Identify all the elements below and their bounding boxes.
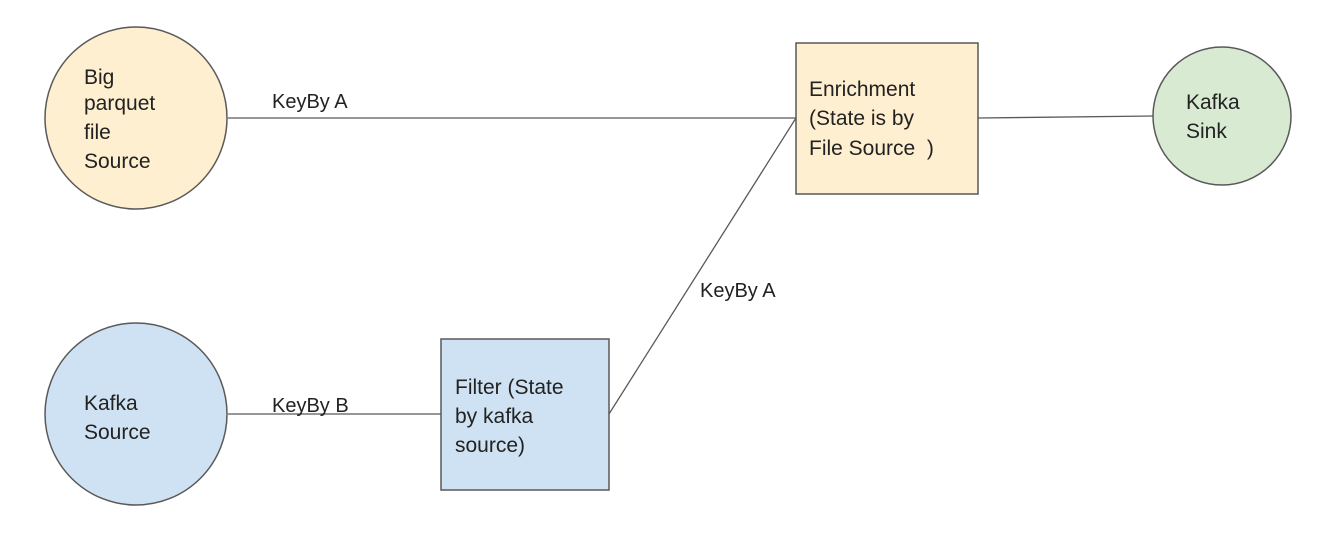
- node-big-parquet-file-source[interactable]: Big parquet file Source: [44, 26, 228, 210]
- node-label-line: Source: [84, 150, 151, 173]
- node-label-line: (State is by: [809, 107, 915, 130]
- node-label-line: by kafka: [455, 405, 534, 428]
- node-label-line: parquet: [84, 92, 155, 115]
- node-shape-circle: [1152, 46, 1292, 186]
- node-shape-rect: [440, 338, 610, 491]
- node-label-line: Enrichment: [809, 78, 915, 101]
- node-label-line: Kafka: [84, 392, 138, 415]
- node-kafka-source[interactable]: Kafka Source: [44, 322, 228, 506]
- node-label-line: source): [455, 434, 525, 457]
- node-label-line: Big: [84, 66, 114, 89]
- node-shape-circle: [44, 26, 228, 210]
- node-kafka-sink[interactable]: Kafka Sink: [1152, 46, 1292, 186]
- edge-label-keyby-b: KeyBy B: [272, 395, 349, 417]
- edge-filter-to-enrichment: [608, 117, 797, 415]
- node-filter[interactable]: Filter (State by kafka source): [440, 338, 610, 491]
- edge-enrichment-to-sink: [977, 115, 1154, 119]
- node-label-line: Sink: [1186, 120, 1227, 143]
- node-enrichment[interactable]: Enrichment (State is by File Source ): [795, 42, 979, 195]
- node-label-line: Filter (State: [455, 376, 564, 399]
- node-label-line: Kafka: [1186, 91, 1240, 114]
- edge-label-keyby-a-top: KeyBy A: [272, 91, 348, 113]
- node-shape-rect: [795, 42, 979, 195]
- node-label-line: file: [84, 121, 111, 144]
- edge-label-keyby-a-diagonal: KeyBy A: [700, 280, 776, 302]
- node-label-line: Source: [84, 421, 151, 444]
- node-shape-circle: [44, 322, 228, 506]
- node-label-line: File Source ): [809, 137, 934, 160]
